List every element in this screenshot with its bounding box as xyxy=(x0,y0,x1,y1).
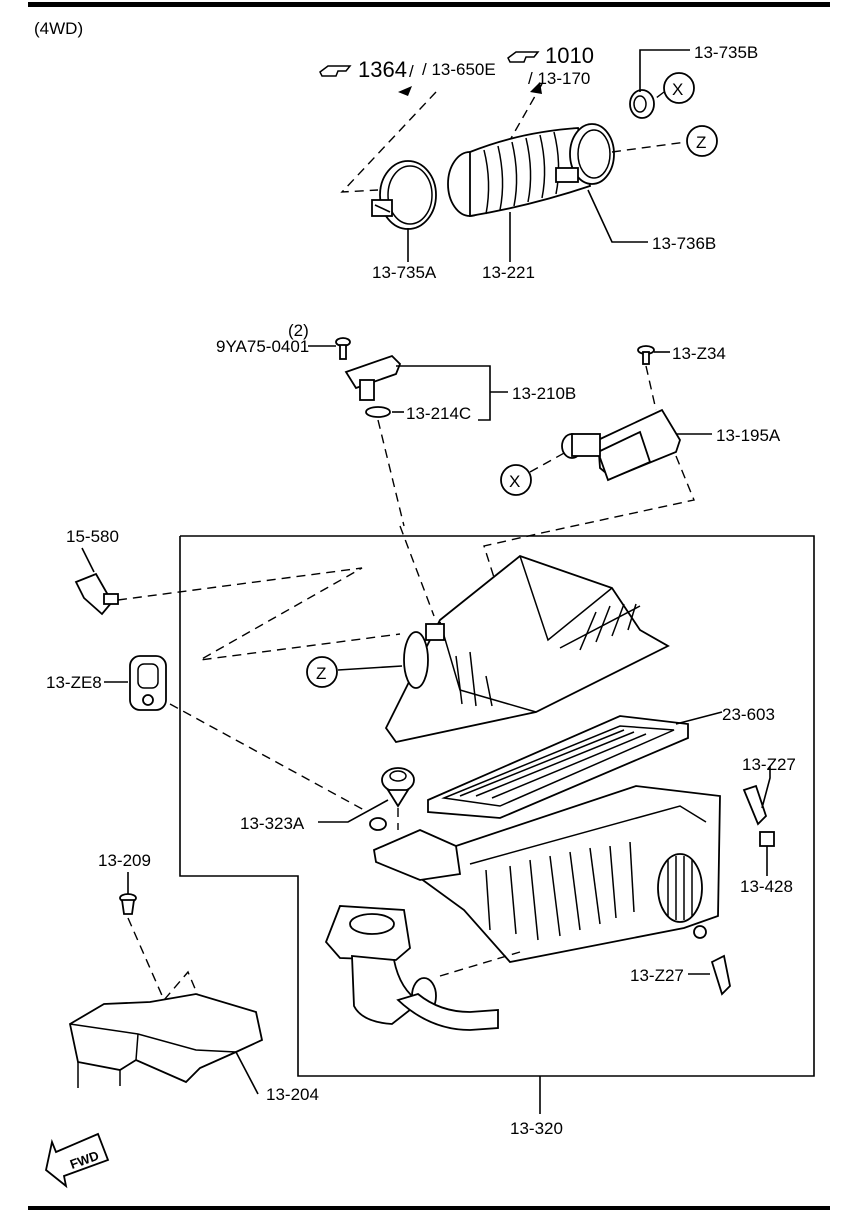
filter-element-23-603[interactable] xyxy=(427,715,689,819)
grommet-13-323A[interactable] xyxy=(381,767,415,808)
variant-label: (4WD) xyxy=(34,19,83,38)
label-13-428: 13-428 xyxy=(740,877,793,896)
clip-15-580[interactable] xyxy=(74,572,119,616)
svg-text:1010: 1010 xyxy=(545,43,594,68)
label-15-580: 15-580 xyxy=(66,527,119,546)
reference-1010[interactable]: 1010 / 13-170 xyxy=(507,43,594,88)
clip-13-209[interactable] xyxy=(119,893,137,915)
hose-clamp-13-735A[interactable] xyxy=(371,160,437,230)
screw-13-Z34[interactable] xyxy=(637,345,655,365)
clip-13-Z27-lower[interactable] xyxy=(710,954,731,996)
label-13-Z27-lower: 13-Z27 xyxy=(630,966,684,985)
label-9YA75-0401: 9YA75-0401 xyxy=(216,337,309,356)
callout-x-top: X xyxy=(663,72,695,104)
hand-pointer-icon xyxy=(507,51,540,63)
label-qty: (2) xyxy=(288,321,309,340)
svg-text:X: X xyxy=(509,472,520,491)
maf-sensor-13-210B[interactable] xyxy=(344,354,402,418)
cap-13-735B[interactable] xyxy=(629,89,655,119)
label-13-210B: 13-210B xyxy=(512,384,576,403)
intake-hose-13-221[interactable] xyxy=(447,123,615,218)
label-13-323A: 13-323A xyxy=(240,814,305,833)
fwd-arrow-icon: FWD xyxy=(45,1132,110,1189)
svg-text:X: X xyxy=(672,80,683,99)
intake-snorkel[interactable] xyxy=(324,905,499,1031)
label-13-736B: 13-736B xyxy=(652,234,716,253)
label-13-ZE8: 13-ZE8 xyxy=(46,673,102,692)
reference-1364[interactable]: 1364 / / 13-650E xyxy=(319,57,496,82)
callout-z-mid: Z xyxy=(306,656,338,688)
air-cleaner-cover[interactable] xyxy=(384,554,670,744)
label-13-735A: 13-735A xyxy=(372,263,437,282)
assembly-boundary xyxy=(179,535,815,1077)
callout-z-top: Z xyxy=(686,125,718,157)
label-23-603: 23-603 xyxy=(722,705,775,724)
label-13-204: 13-204 xyxy=(266,1085,319,1104)
svg-text:/ 13-170: / 13-170 xyxy=(528,69,590,88)
grommet-13-ZE8[interactable] xyxy=(129,655,167,711)
top-rule xyxy=(28,2,830,7)
label-13-209: 13-209 xyxy=(98,851,151,870)
label-13-214C: 13-214C xyxy=(406,404,471,423)
svg-text:Z: Z xyxy=(696,133,706,152)
svg-text:1364: 1364 xyxy=(358,57,407,82)
label-13-Z27-upper: 13-Z27 xyxy=(742,755,796,774)
air-duct-13-204[interactable] xyxy=(68,993,264,1088)
callout-x-mid: X xyxy=(500,464,532,496)
air-cleaner-case[interactable] xyxy=(372,785,721,963)
label-13-195A: 13-195A xyxy=(716,426,781,445)
label-13-Z34: 13-Z34 xyxy=(672,344,726,363)
label-13-320: 13-320 xyxy=(510,1119,563,1138)
nut-13-428[interactable] xyxy=(759,831,775,847)
screw-9YA75-0401[interactable] xyxy=(335,337,351,360)
resonator-13-195A[interactable] xyxy=(561,408,681,482)
label-13-221: 13-221 xyxy=(482,263,535,282)
bottom-rule xyxy=(28,1206,830,1210)
clip-13-Z27-upper[interactable] xyxy=(742,784,768,826)
svg-text:Z: Z xyxy=(316,664,326,683)
hand-pointer-icon xyxy=(319,65,352,77)
svg-text:/ 13-650E: / 13-650E xyxy=(422,60,496,79)
svg-text:/: / xyxy=(409,62,414,81)
label-13-735B: 13-735B xyxy=(694,43,758,62)
